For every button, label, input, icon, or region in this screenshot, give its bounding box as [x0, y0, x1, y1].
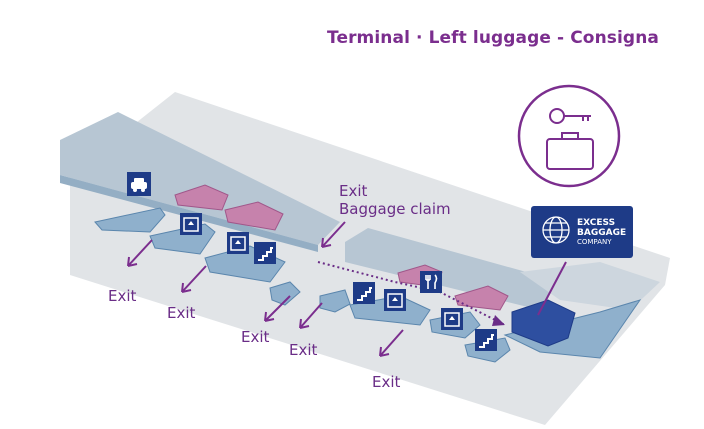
- exit-baggage-label-line2: Baggage claim: [339, 200, 451, 218]
- exit-arrow-baggage: [321, 221, 346, 248]
- brand-line3: COMPANY: [577, 238, 612, 246]
- key-icon: [549, 108, 591, 124]
- elevator-icon: [441, 308, 463, 330]
- globe-icon: [542, 216, 570, 244]
- exit-label: Exit: [372, 373, 401, 391]
- exit-arrow-5: [379, 329, 404, 357]
- exit-label: Exit: [289, 341, 318, 359]
- elevator-icon: [180, 213, 202, 235]
- shop-4: [454, 285, 509, 311]
- exit-label: Exit: [108, 287, 137, 305]
- route-arrowhead: [492, 315, 505, 326]
- wall-block-right-far: [520, 262, 660, 310]
- elevator-icon: [384, 289, 406, 311]
- restaurant-icon: [420, 271, 442, 293]
- exit-arrow-1: [127, 239, 153, 267]
- stairs-icon: [254, 242, 276, 264]
- wall-block-right: [345, 228, 555, 310]
- shop-2: [224, 201, 284, 231]
- suitcase-icon: [546, 132, 594, 170]
- exit-arrow-3: [264, 295, 291, 322]
- left-luggage-badge: [517, 84, 621, 188]
- exit-label: Exit: [167, 304, 196, 322]
- exit-arrows: [127, 221, 404, 357]
- brand-line2: BAGGAGE: [577, 228, 626, 238]
- exit-arrow-4: [299, 302, 323, 329]
- stairs-icon: [353, 282, 375, 304]
- brand-line1: EXCESS: [577, 218, 615, 228]
- left-luggage-office[interactable]: [511, 299, 576, 347]
- exit-baggage-label-line1: Exit: [339, 182, 368, 200]
- elevator-icon: [227, 232, 249, 254]
- page-title: Terminal · Left luggage - Consigna: [327, 28, 659, 48]
- excess-baggage-logo: EXCESS BAGGAGE COMPANY: [531, 206, 633, 258]
- taxi-icon: [127, 172, 151, 196]
- stairs-icon: [475, 329, 497, 351]
- wall-segment-4: [269, 281, 301, 306]
- exit-arrow-2: [181, 265, 207, 293]
- shop-1: [174, 184, 229, 211]
- brand-pointer-line: [537, 261, 567, 316]
- exit-label: Exit: [241, 328, 270, 346]
- wall-segment-1: [94, 207, 166, 233]
